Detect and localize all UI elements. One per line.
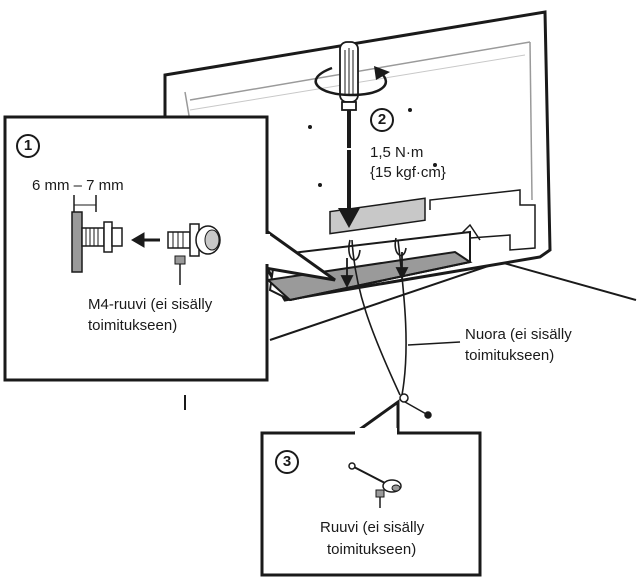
cord-label-line1: Nuora (ei sisälly <box>465 325 572 344</box>
table-screw-icon <box>400 394 431 418</box>
step-1-badge: 1 <box>16 134 40 158</box>
cord-label-line2: toimitukseen) <box>465 346 554 365</box>
step2-torque-line1: 1,5 N·m <box>370 143 423 162</box>
step1-screw-label-line2: toimitukseen) <box>88 316 177 335</box>
step-2-badge: 2 <box>370 108 394 132</box>
step2-torque-line2: {15 kgf·cm} <box>370 163 446 182</box>
step3-screw-label-line1: Ruuvi (ei sisälly <box>320 518 424 537</box>
cord-leader-line <box>408 342 460 345</box>
step-3-badge: 3 <box>275 450 299 474</box>
step1-screw-label-line1: M4-ruuvi (ei sisälly <box>88 295 212 314</box>
step3-screw-label-line2: toimitukseen) <box>327 540 416 559</box>
step1-dimension-label: 6 mm – 7 mm <box>32 176 124 195</box>
